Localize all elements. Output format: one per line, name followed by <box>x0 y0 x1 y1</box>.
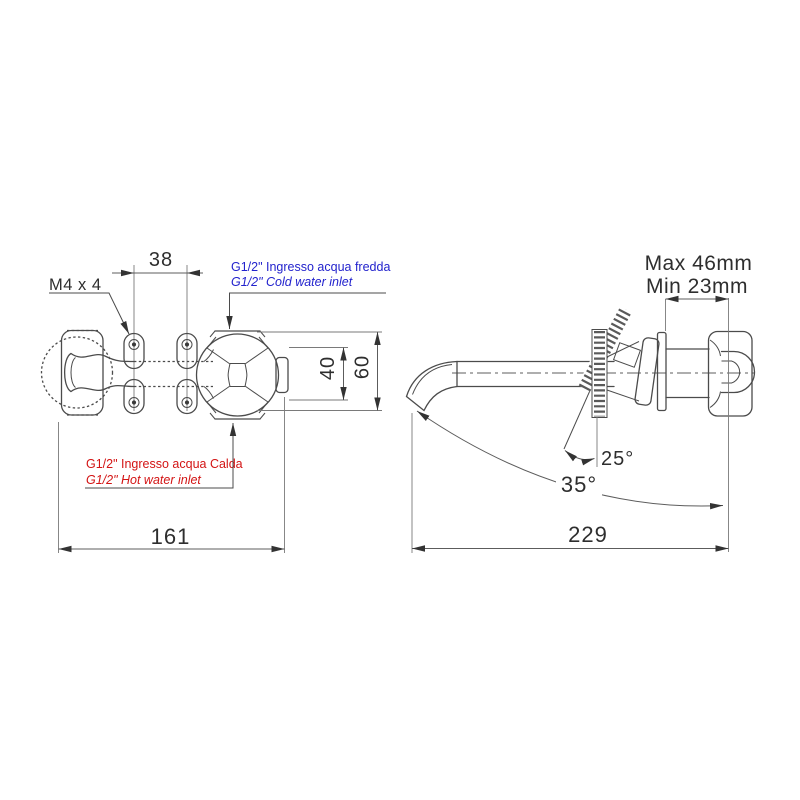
wall-knurled-ring <box>591 329 608 418</box>
cold-inlet-label-en: G1/2" Cold water inlet <box>231 275 353 289</box>
screw-label: M4 x 4 <box>49 276 102 294</box>
side-handle <box>707 330 756 417</box>
angle-35: 35° <box>416 410 724 510</box>
body-bar <box>134 349 214 399</box>
screw-callout: M4 x 4 <box>49 276 130 335</box>
front-view: 38 M4 x 4 <box>40 249 390 553</box>
dim-40-label: 40 <box>317 356 339 380</box>
dim-38-label: 38 <box>149 249 173 271</box>
dim-min-label: Min 23mm <box>646 275 748 298</box>
dim-wall-depth: Max 46mm Min 23mm <box>645 252 753 552</box>
dim-40-60: 40 60 <box>257 331 382 411</box>
dim-161-label: 161 <box>151 524 191 549</box>
angle-35-label: 35° <box>561 472 597 497</box>
dim-38: 38 <box>112 249 203 277</box>
hot-inlet-label-en: G1/2" Hot water inlet <box>86 473 201 487</box>
mounting-lug-right <box>176 332 198 415</box>
angle-25: 25° <box>564 417 634 470</box>
cold-inlet-label-it: G1/2" Ingresso acqua fredda <box>231 260 390 274</box>
valve-body <box>195 330 289 420</box>
dim-60-label: 60 <box>352 355 374 379</box>
dim-161: 161 <box>58 397 285 553</box>
side-view: Max 46mm Min 23mm 25° 35° 229 <box>405 252 756 553</box>
mounting-lug-left <box>123 332 145 415</box>
outlet-nub <box>275 356 289 394</box>
dim-229: 229 <box>411 413 729 553</box>
hot-inlet-label-it: G1/2" Ingresso acqua Calda <box>86 457 243 471</box>
escutcheon-plate <box>634 337 660 406</box>
hot-inlet-callout: G1/2" Ingresso acqua Calda G1/2" Hot wat… <box>85 423 243 489</box>
valve-cartridge <box>606 337 660 406</box>
cold-inlet-callout: G1/2" Ingresso acqua fredda G1/2" Cold w… <box>226 260 390 329</box>
left-handle <box>40 329 135 416</box>
wall-flange <box>656 331 710 412</box>
dim-229-label: 229 <box>568 522 608 547</box>
angle-25-label: 25° <box>601 448 634 470</box>
dim-max-label: Max 46mm <box>645 252 753 275</box>
